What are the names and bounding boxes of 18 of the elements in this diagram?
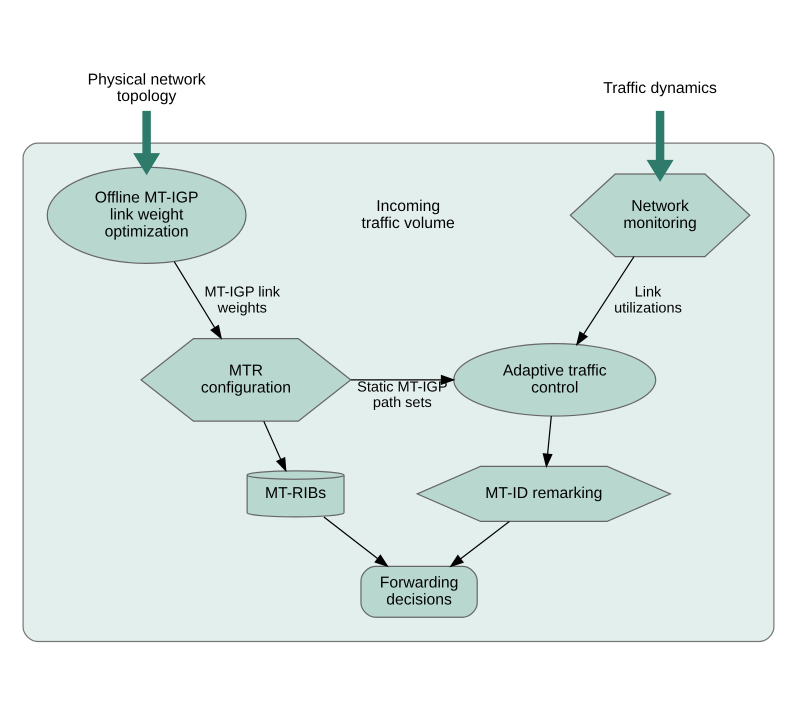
node-text: Traffic dynamics xyxy=(603,79,717,96)
node-text: Physical network topology xyxy=(88,70,206,105)
edge-label: MT-IGP link weights xyxy=(204,284,280,316)
arrow xyxy=(576,256,635,346)
node-ellipse: Offline MT-IGP link weight optimization xyxy=(46,166,247,264)
arrow xyxy=(133,110,160,175)
arrow xyxy=(324,516,389,567)
edge-label: Link utilizations xyxy=(614,284,682,316)
arrow xyxy=(449,520,510,567)
label: Incoming traffic volume xyxy=(362,197,455,232)
cluster xyxy=(22,142,774,642)
node-ellipse: Adaptive traffic control xyxy=(453,342,656,416)
arrow xyxy=(174,260,222,340)
arrow xyxy=(263,420,286,472)
arrow xyxy=(646,110,674,182)
arrow xyxy=(542,416,553,468)
node-box: Forwarding decisions xyxy=(360,565,478,618)
edge-label: Static MT-IGP path sets xyxy=(357,378,448,411)
